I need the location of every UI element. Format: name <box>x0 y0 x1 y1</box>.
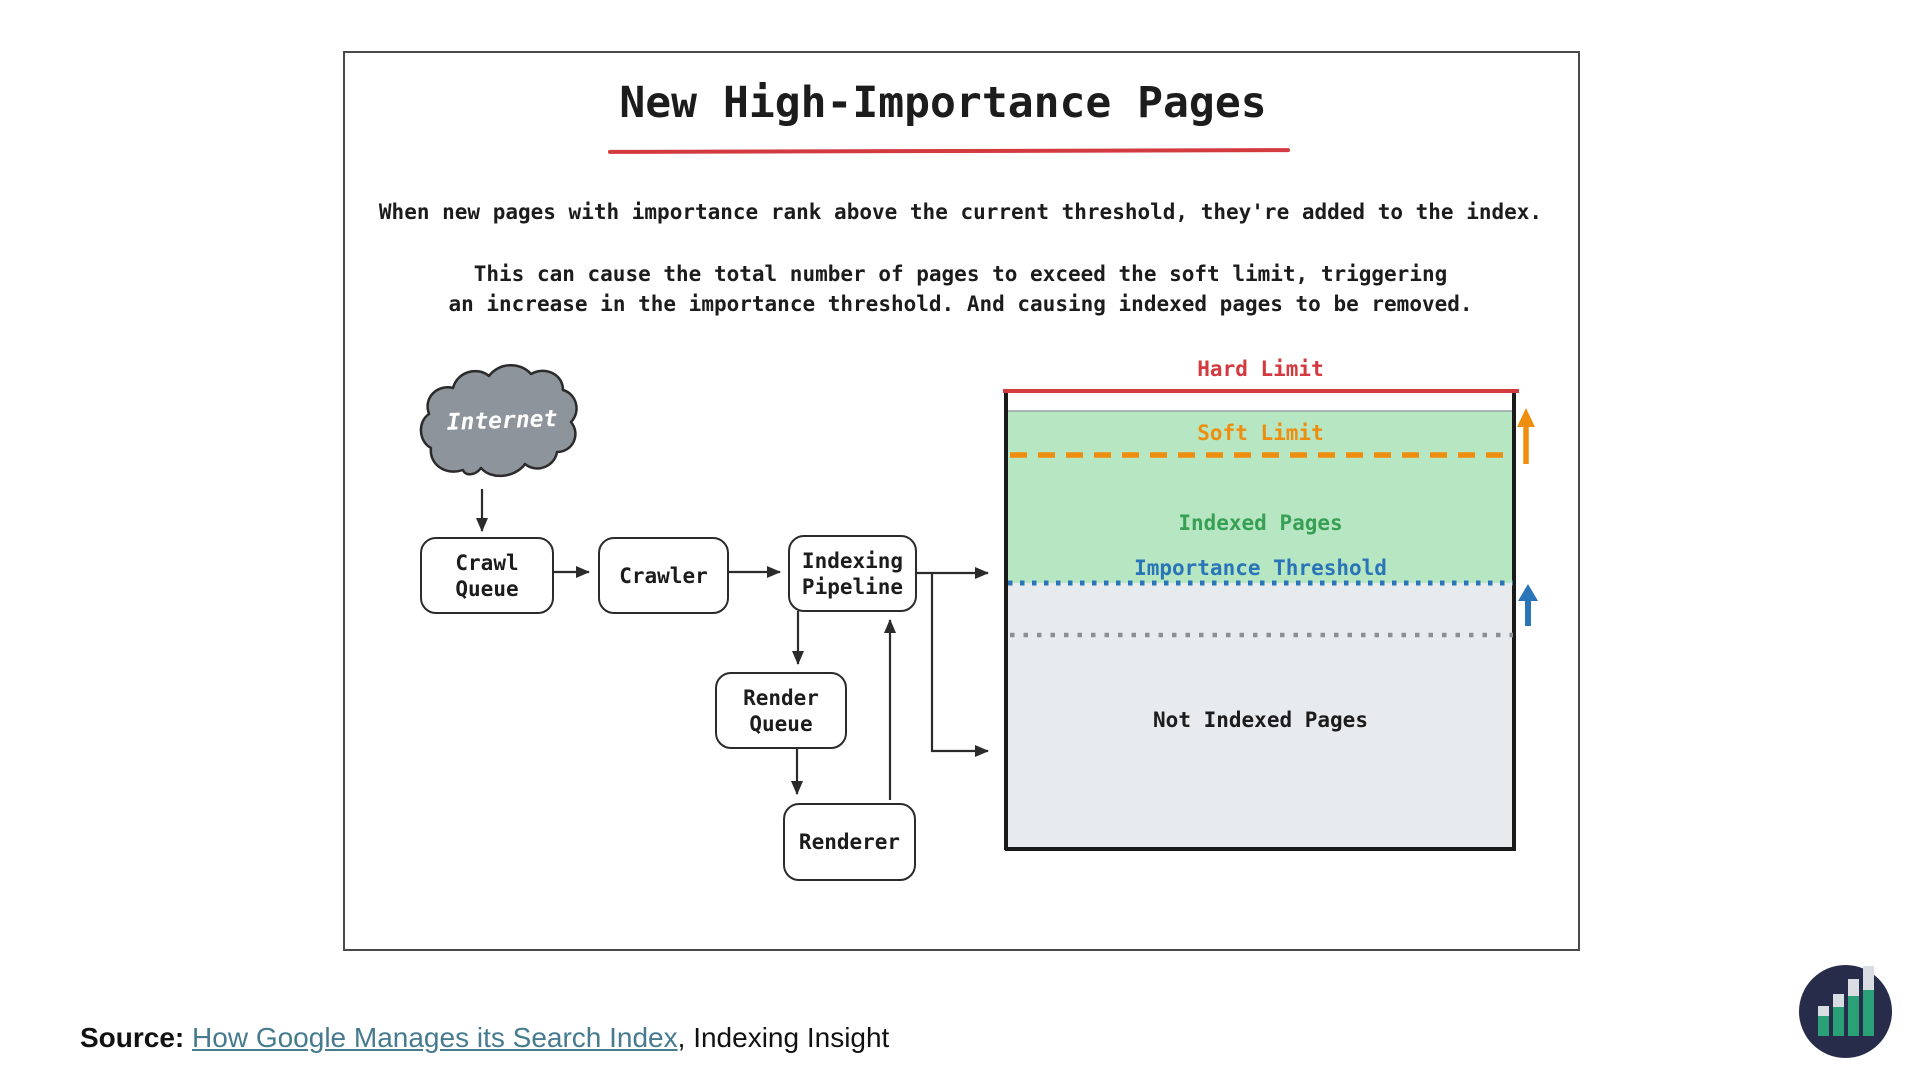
render-queue-label-line2: Queue <box>749 711 813 736</box>
bar-chart-icon <box>1832 994 1844 1036</box>
render-queue-label-line1: Render <box>743 685 819 710</box>
diagram-frame <box>343 51 1580 951</box>
page-title: New High-Importance Pages <box>619 78 1267 128</box>
bar-chart-icon <box>1862 966 1874 1036</box>
node-crawl-queue: Crawl Queue <box>420 537 554 614</box>
bar-chart-icon <box>1847 979 1859 1036</box>
node-crawler: Crawler <box>598 537 729 614</box>
brand-logo <box>1799 965 1892 1058</box>
internet-cloud-label: Internet <box>446 406 558 436</box>
intro-line-1: When new pages with importance rank abov… <box>378 200 1543 224</box>
indexed-pages-label: Indexed Pages <box>1178 511 1343 535</box>
importance-threshold-label: Importance Threshold <box>1134 556 1387 580</box>
crawl-queue-label-line2: Queue <box>455 576 519 601</box>
indexing-pipeline-label-line2: Pipeline <box>801 574 904 599</box>
source-link[interactable]: How Google Manages its Search Index <box>192 1022 678 1053</box>
intro-paragraph-2: This can cause the total number of pages… <box>343 259 1578 319</box>
crawler-label: Crawler <box>619 563 708 588</box>
renderer-label: Renderer <box>798 830 901 854</box>
source-suffix: , Indexing Insight <box>677 1022 890 1053</box>
crawl-queue-label-line1: Crawl <box>455 550 519 575</box>
node-render-queue: Render Queue <box>715 672 847 749</box>
intro-line-2: This can cause the total number of pages… <box>473 262 1448 286</box>
soft-limit-label: Soft Limit <box>1197 421 1324 445</box>
not-indexed-pages-label: Not Indexed Pages <box>1153 708 1368 732</box>
intro-line-3: an increase in the importance threshold.… <box>448 292 1473 316</box>
hard-limit-label: Hard Limit <box>1197 357 1324 381</box>
indexing-pipeline-label-line1: Indexing <box>801 548 904 573</box>
source-label: Source: <box>80 1022 185 1053</box>
node-renderer: Renderer <box>783 803 916 881</box>
source-line: Source: How Google Manages its Search In… <box>80 1022 1280 1054</box>
node-indexing-pipeline: Indexing Pipeline <box>788 535 917 612</box>
bar-chart-icon <box>1817 1006 1829 1036</box>
